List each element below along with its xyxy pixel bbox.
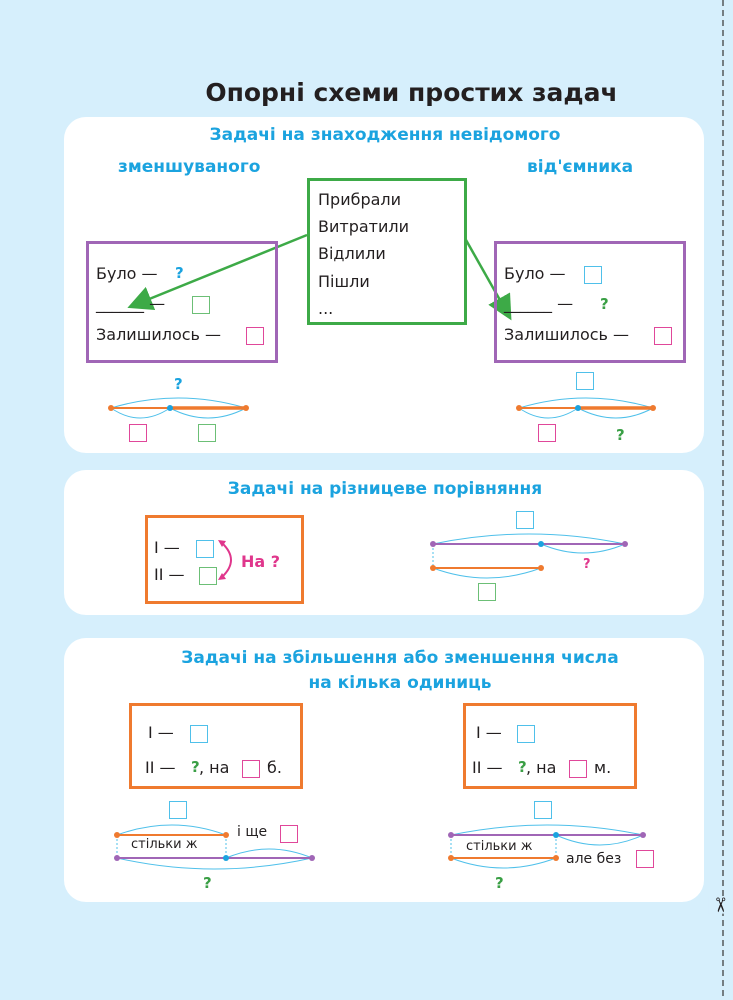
diagram-unknown: ? [616,426,625,444]
row-first: I — [476,723,502,742]
answer-square [246,327,264,345]
row-second-prefix: II — [472,758,503,777]
answer-square [190,725,208,743]
answer-square [196,540,214,558]
diagram-square [516,511,534,529]
unknown-mark: ? [600,295,609,313]
page-title: Опорні схеми простих задач [205,78,618,107]
verb: Прибрали [318,190,402,209]
answer-square [584,266,602,284]
section2-title: Задачі на різницеве порівняння [227,479,543,499]
verb: Відлили [318,244,386,263]
row-second-suffix: м. [594,758,612,777]
row-second-mid: , на [526,758,557,777]
diagram-square [280,825,298,843]
same-label: стільки ж [131,837,198,852]
row-was: Було — [504,264,566,283]
answer-square [199,567,217,585]
answer-square [569,760,587,778]
row-blank: ______ — [96,294,166,313]
increase-box: I — II — ? , на б. [129,703,303,789]
diagram-square [198,424,216,442]
verb: Пішли [318,272,370,291]
more-label: і ще [237,824,268,840]
row-left: Залишилось — [504,325,630,344]
row-first: I — [148,723,174,742]
diagram-square [478,583,496,601]
row-second-prefix: II — [145,758,176,777]
diagram-unknown: ? [203,874,212,892]
verbs-box: Прибрали Витратили Відлили Пішли ... [307,178,467,325]
unknown-mark: ? [191,758,200,776]
row-second: II — [154,565,185,584]
left-scheme-box: Було — ? ______ — Залишилось — [86,241,278,363]
section1-title: Задачі на знаходження невідомого [209,125,561,145]
diagram-square [169,801,187,819]
card-unknown-minuend-subtrahend [64,117,704,453]
scissors-icon: ✂ [708,896,733,914]
diagram-unknown: ? [583,557,591,572]
less-label: але без [566,851,622,867]
row-first: I — [154,538,180,557]
diagram-square [129,424,147,442]
verb: ... [318,299,334,318]
section3-title-line2: на кілька одиниць [308,673,492,693]
card-difference-comparison [64,470,704,615]
section3-title-line1: Задачі на збільшення або зменшення числа [181,648,619,668]
same-label: стільки ж [466,839,533,854]
compare-arrow [221,542,232,578]
decrease-box: I — II — ? , на м. [463,703,637,789]
row-blank: ______ — [504,294,574,313]
unknown-mark: ? [518,758,527,776]
diagram-unknown: ? [495,874,504,892]
left-label: зменшуваного [118,157,261,177]
row-was: Було — [96,264,158,283]
unknown-mark: ? [175,264,184,282]
answer-square [242,760,260,778]
difference-question: На ? [241,552,281,571]
answer-square [517,725,535,743]
row-second-suffix: б. [267,758,282,777]
right-label: від'ємника [527,157,634,177]
row-second-mid: , на [199,758,230,777]
diagram-square [538,424,556,442]
answer-square [192,296,210,314]
diagram-unknown: ? [174,375,183,393]
diagram-square [534,801,552,819]
comparison-box: I — II — На ? [145,515,304,604]
diagram-square [576,372,594,390]
row-left: Залишилось — [96,325,222,344]
right-scheme-box: Було — ______ — ? Залишилось — [494,241,686,363]
diagram-square [636,850,654,868]
arrow-right [464,239,512,321]
answer-square [654,327,672,345]
verb: Витратили [318,217,409,236]
